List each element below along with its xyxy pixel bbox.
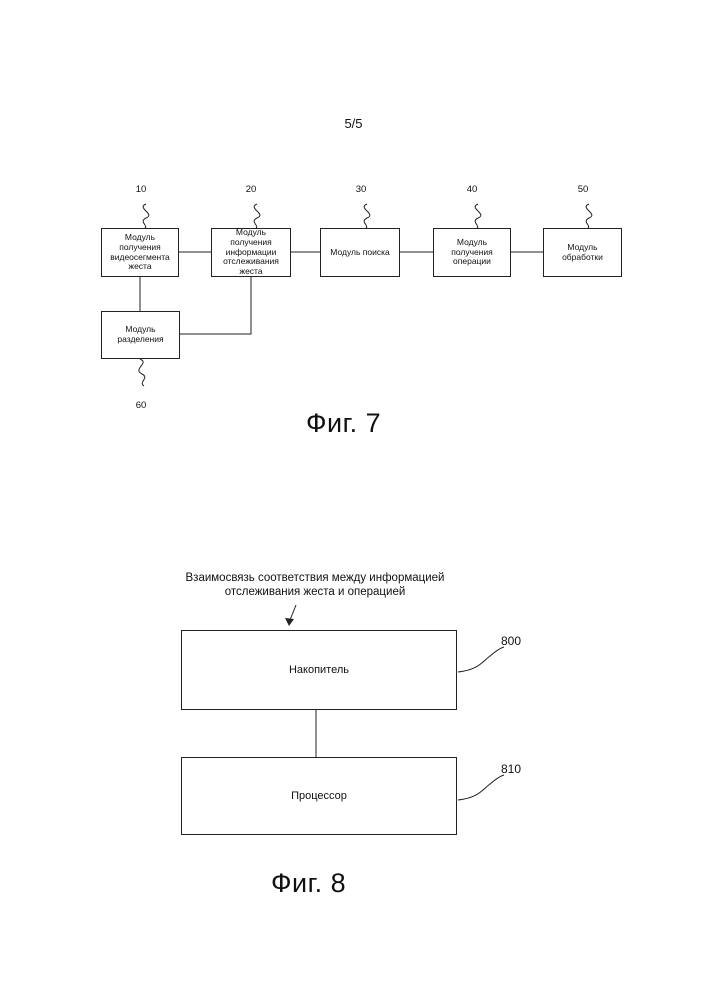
storage-label: Накопитель: [289, 664, 349, 676]
input-arrow-head: [285, 618, 294, 626]
ref-30: 30: [351, 184, 371, 195]
module-label: Модуль обработки: [546, 243, 619, 263]
ref-810: 810: [501, 762, 521, 776]
storage-block: Накопитель: [181, 630, 457, 710]
ref-800: 800: [501, 634, 521, 648]
figure-7-caption: Фиг. 7: [306, 408, 381, 439]
module-label: Модуль разделения: [104, 325, 177, 345]
processor-label: Процессор: [291, 790, 347, 802]
module-label: Модуль получения видеосегмента жеста: [104, 233, 176, 272]
module-separation: Модуль разделения: [101, 311, 180, 359]
module-label: Модуль получения информации отслеживания…: [214, 228, 288, 277]
leader-60: [139, 359, 145, 386]
figure-8-caption: Фиг. 8: [271, 868, 346, 899]
leader-800: [458, 647, 504, 672]
module-gesture-video-segment: Модуль получения видеосегмента жеста: [101, 228, 179, 277]
leader-810: [458, 775, 504, 800]
ref-10: 10: [131, 184, 151, 195]
processor-block: Процессор: [181, 757, 457, 835]
leader-40: [475, 204, 481, 229]
connector-60-20: [180, 277, 251, 334]
input-arrow-line: [290, 605, 296, 620]
ref-50: 50: [573, 184, 593, 195]
module-gesture-tracking-info: Модуль получения информации отслеживания…: [211, 228, 291, 277]
module-search: Модуль поиска: [320, 228, 400, 277]
module-label: Модуль получения операции: [436, 238, 508, 267]
leader-30: [364, 204, 370, 229]
ref-60: 60: [131, 400, 151, 411]
module-processing: Модуль обработки: [543, 228, 622, 277]
ref-20: 20: [241, 184, 261, 195]
leader-20: [254, 204, 260, 229]
input-note: Взаимосвязь соответствия между информаци…: [150, 571, 480, 600]
leader-10: [143, 204, 149, 229]
module-operation-acquisition: Модуль получения операции: [433, 228, 511, 277]
module-label: Модуль поиска: [330, 248, 389, 258]
leader-50: [586, 204, 592, 229]
ref-40: 40: [462, 184, 482, 195]
